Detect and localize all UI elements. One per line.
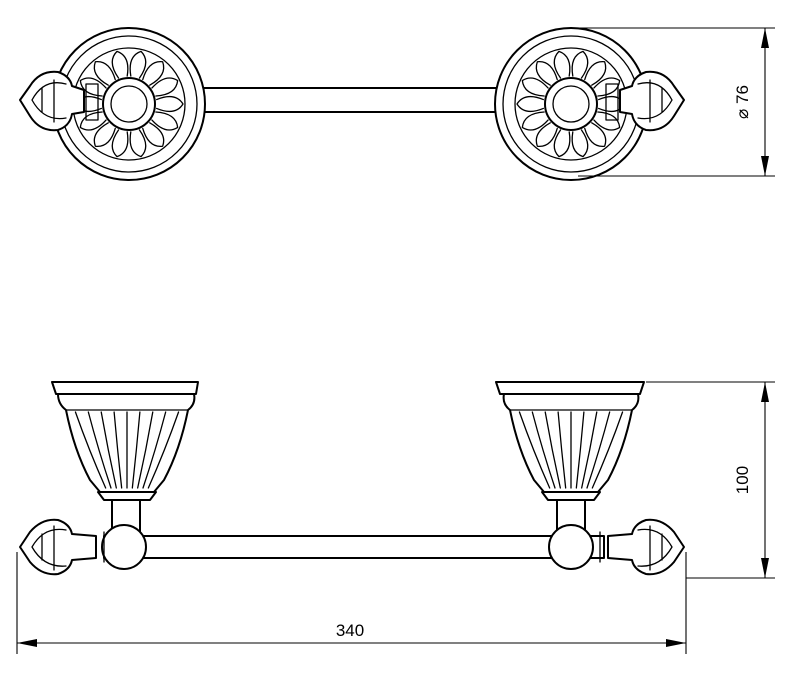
- front-left-cup: [51, 381, 199, 533]
- cup-flute: [131, 411, 141, 489]
- top-left-knob: [19, 70, 99, 132]
- front-bar: [103, 535, 605, 559]
- height-label: 100: [733, 466, 752, 494]
- rosette-petal: [516, 95, 545, 113]
- rosette-petal: [593, 111, 621, 131]
- top-right-rosette: [494, 27, 648, 181]
- cup-flute: [591, 411, 624, 489]
- rosette-petal: [571, 129, 589, 158]
- cup-flute: [113, 411, 123, 489]
- cup-flute: [557, 411, 567, 489]
- cup-flute: [586, 411, 611, 489]
- cup-flute: [137, 411, 154, 489]
- rosette-petal: [535, 122, 558, 147]
- rosette-petal: [521, 77, 549, 97]
- cup-flute: [74, 411, 107, 489]
- top-view: [19, 27, 685, 181]
- front-left-knob: [19, 518, 147, 576]
- cup-flute: [518, 411, 551, 489]
- rosette-petal: [584, 122, 607, 147]
- cup-flute: [142, 411, 167, 489]
- rosette-petal: [79, 111, 107, 131]
- rosette-petal: [79, 77, 107, 97]
- cup-flute: [531, 411, 556, 489]
- rosette-petal: [553, 129, 571, 158]
- front-right-knob: [548, 518, 685, 576]
- rosette-petal: [129, 129, 147, 158]
- cup-flute: [581, 411, 598, 489]
- height-dimension: 100: [646, 381, 775, 579]
- top-left-rosette: [52, 27, 206, 181]
- cup-flute: [147, 411, 180, 489]
- front-right-cup: [495, 381, 645, 533]
- rosette-petal: [151, 77, 179, 97]
- rosette-petal: [142, 122, 165, 147]
- rosette-petal: [571, 50, 589, 79]
- cup-flute: [544, 411, 561, 489]
- rosette-petal: [129, 50, 147, 79]
- rosette-petal: [155, 95, 184, 113]
- rosette-petal: [142, 61, 165, 86]
- rosette-petal: [593, 77, 621, 97]
- rosette-petal: [111, 129, 129, 158]
- rosette-petal: [93, 61, 116, 86]
- diameter-label: ⌀ 76: [733, 85, 752, 119]
- rosette-petal: [553, 50, 571, 79]
- cup-flute: [575, 411, 585, 489]
- rosette-petal: [93, 122, 116, 147]
- top-right-knob: [605, 70, 685, 132]
- length-dimension: 340: [16, 552, 687, 654]
- length-label: 340: [336, 621, 364, 640]
- rosette-petal: [151, 111, 179, 131]
- cup-flute: [87, 411, 112, 489]
- rosette-petal: [535, 61, 558, 86]
- rosette-petal: [111, 50, 129, 79]
- rosette-petal: [584, 61, 607, 86]
- rosette-petal: [521, 111, 549, 131]
- front-view: [19, 381, 685, 576]
- cup-flute: [100, 411, 117, 489]
- diameter-dimension: ⌀ 76: [578, 27, 775, 177]
